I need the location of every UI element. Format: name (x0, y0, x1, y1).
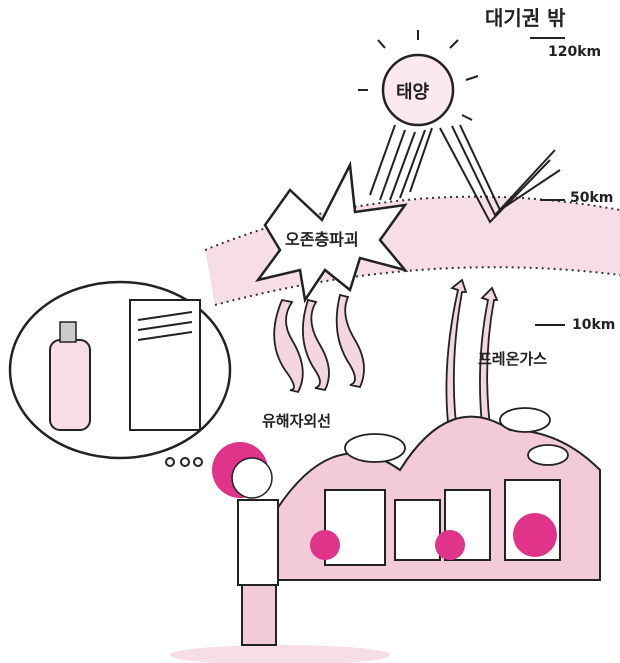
sun-icon (358, 30, 479, 127)
thought-bubble (8, 280, 232, 467)
trees (310, 513, 557, 560)
ozone-lower-boundary (214, 266, 620, 306)
altitude-10-label: 10km (572, 317, 616, 333)
clouds (344, 407, 569, 466)
ozone-layer-band (205, 196, 620, 305)
altitude-120-label: 120km (548, 44, 602, 60)
spray-can-icon (49, 339, 91, 431)
sun-label: 태양 (396, 82, 430, 103)
uv-label: 유해자외선 (262, 412, 332, 430)
uv-arrows (273, 293, 365, 394)
altitude-50-label: 50km (570, 190, 614, 206)
outer-space-label: 대기권 밖 (485, 6, 566, 30)
sun-rays-arrows (369, 124, 561, 224)
ozone-burst-shape (254, 160, 409, 304)
person-figure (170, 442, 390, 663)
cfc-label: 프레온가스 (478, 350, 548, 368)
cfc-arrows (445, 278, 499, 441)
ozone-depletion-label: 오존층파괴 (285, 230, 359, 249)
